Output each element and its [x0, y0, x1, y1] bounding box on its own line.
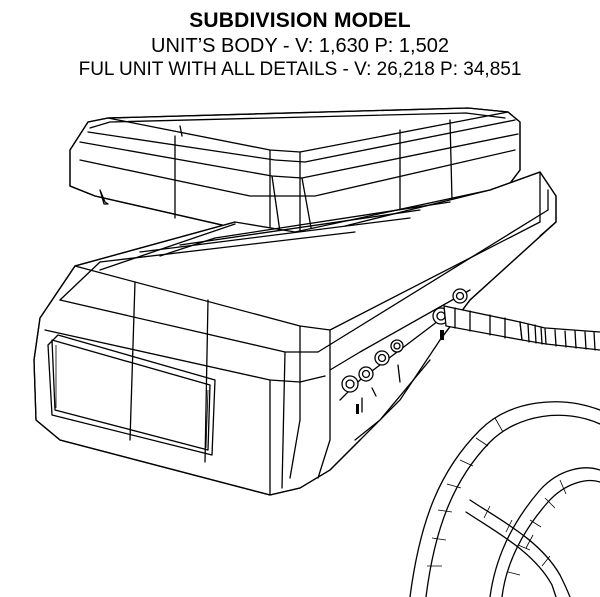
pedal-body [33, 171, 557, 496]
cable-plug [432, 305, 600, 351]
page-title: SUBDIVISION MODEL [189, 9, 411, 32]
body-stats: UNIT’S BODY - V: 1,630 P: 1,502 [151, 35, 449, 57]
header: SUBDIVISION MODEL UNIT’S BODY - V: 1,630… [0, 8, 600, 81]
side-controls [341, 288, 468, 414]
full-unit-stats: FUL UNIT WITH ALL DETAILS - V: 26,218 P:… [78, 59, 522, 80]
cable [409, 401, 600, 597]
